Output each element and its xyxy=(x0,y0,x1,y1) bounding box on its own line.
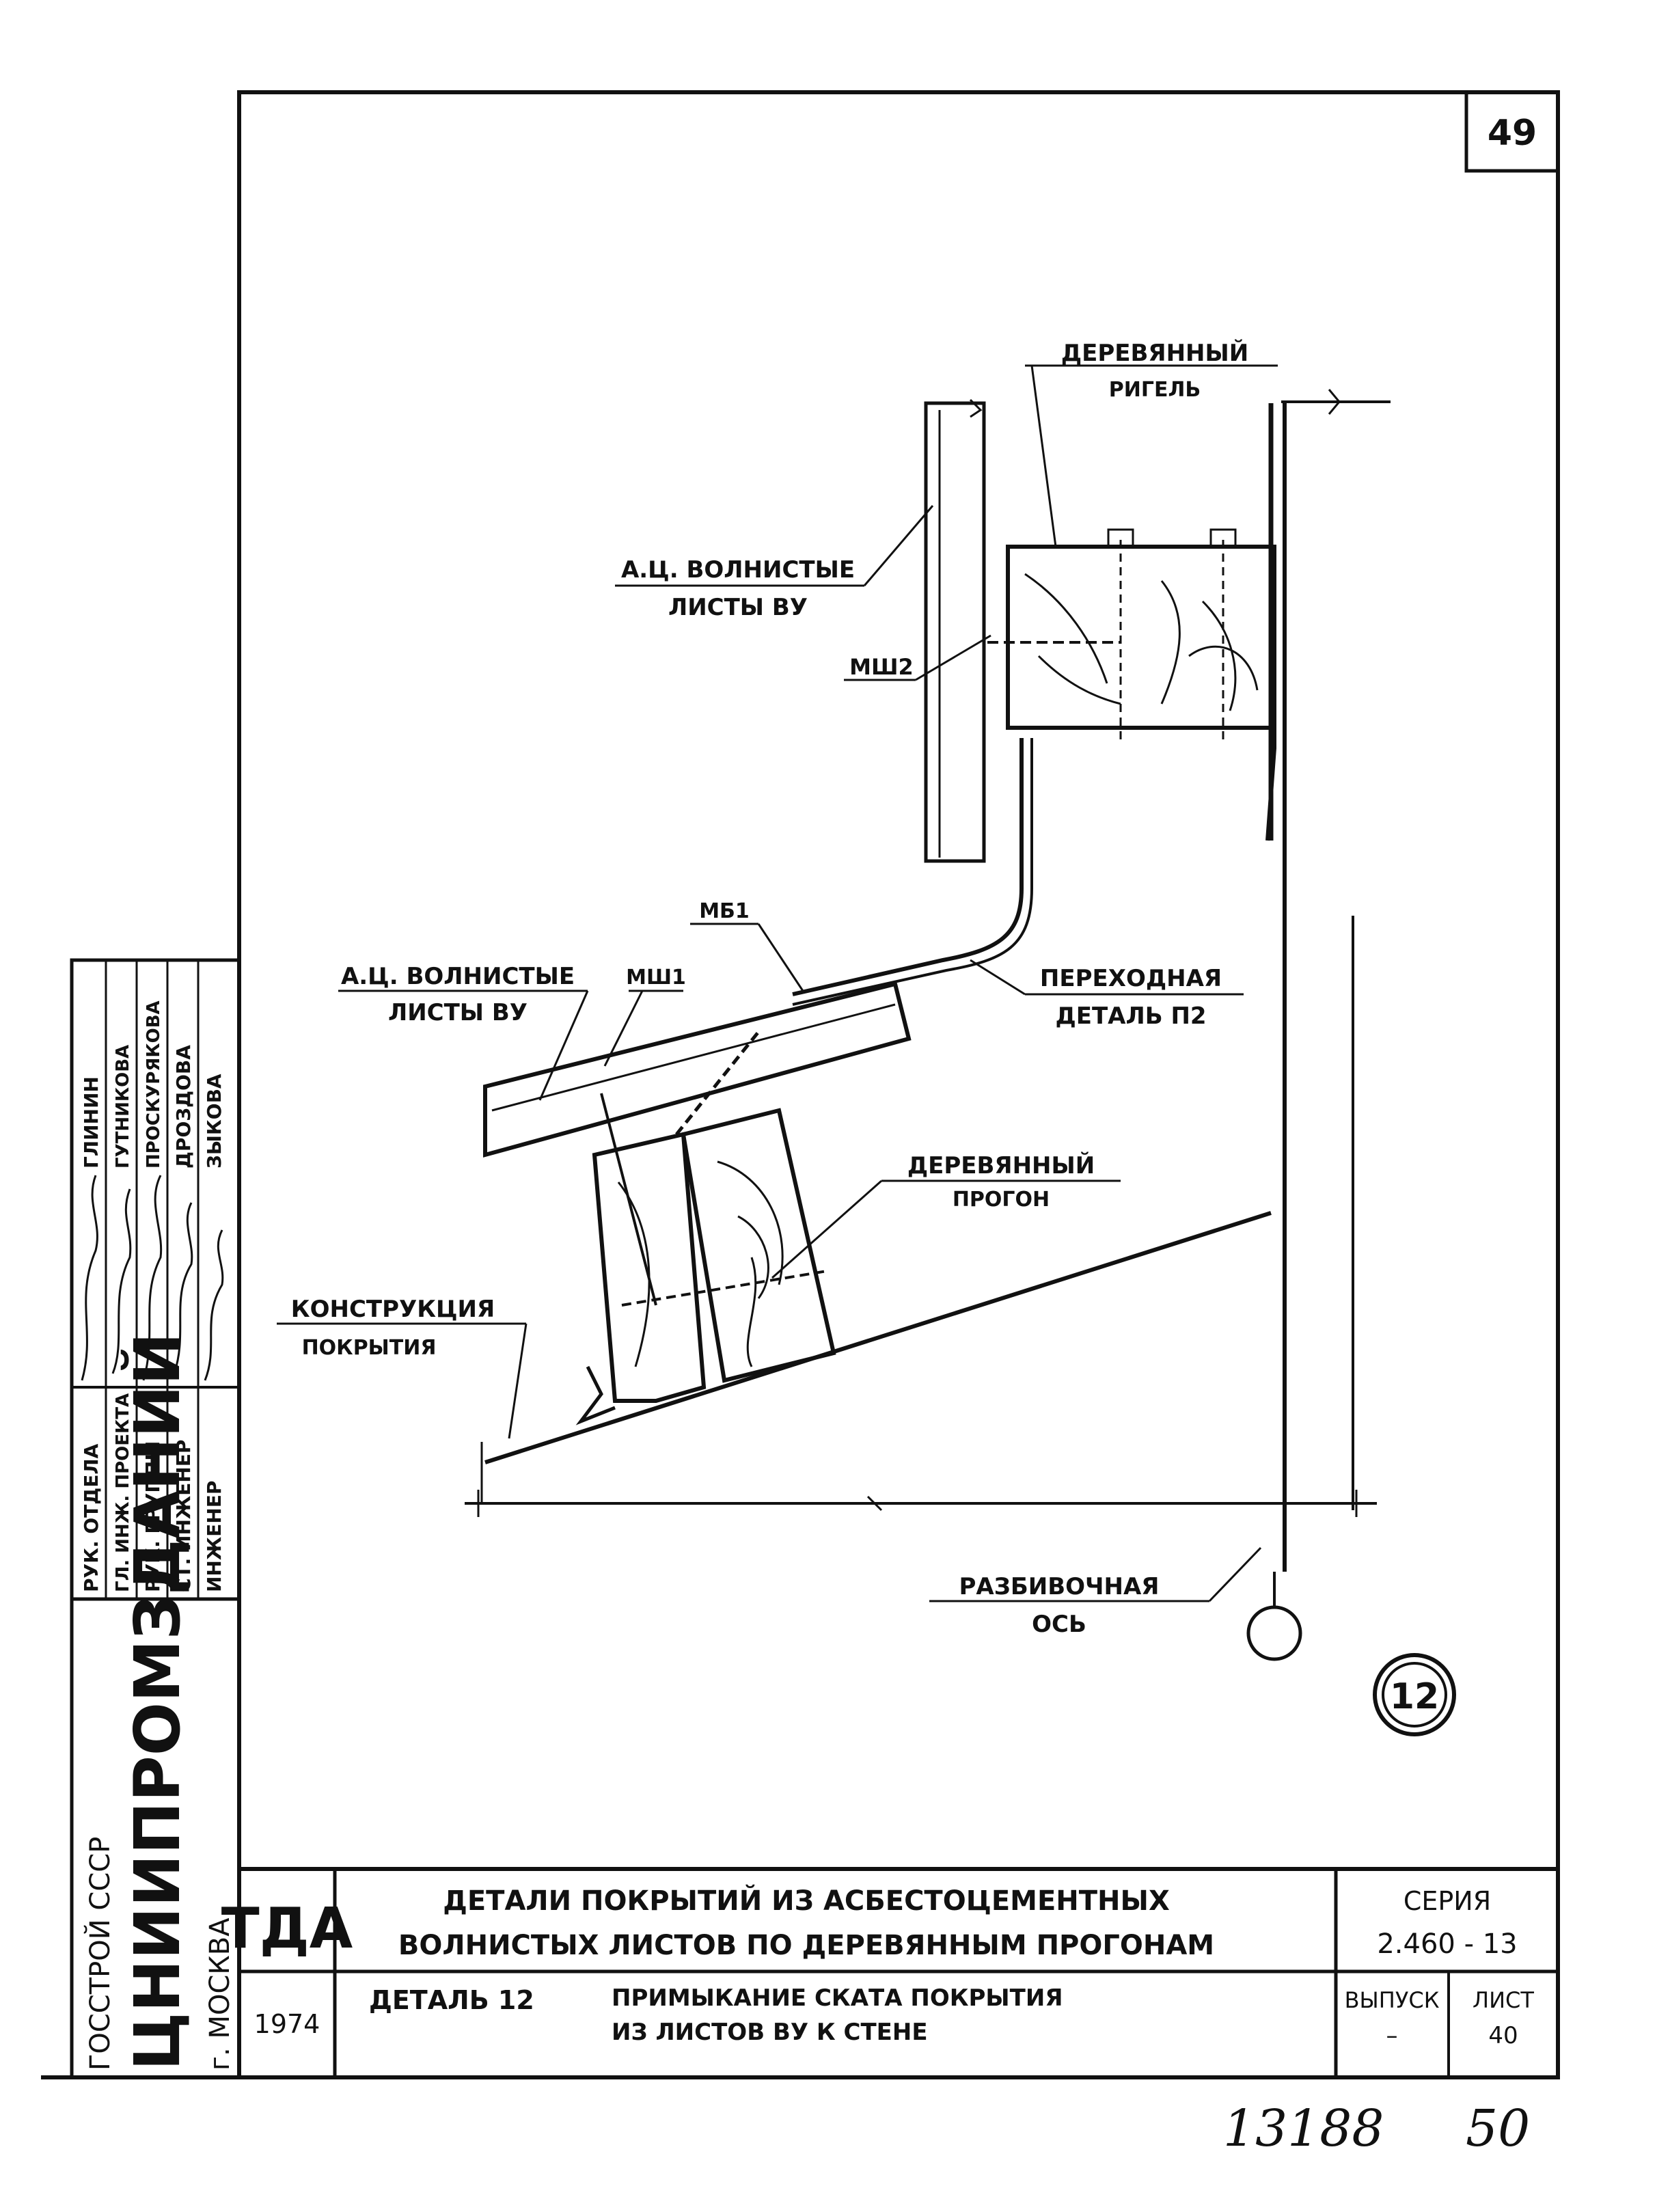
title-code: ТДА xyxy=(221,1896,353,1961)
title-year: 1974 xyxy=(254,2009,320,2039)
series-label: СЕРИЯ xyxy=(1404,1886,1491,1916)
label-wood-girt-2: РИГЕЛЬ xyxy=(1109,378,1201,402)
issue-value: – xyxy=(1386,2022,1398,2049)
detail-drawing: 12 xyxy=(465,389,1456,1736)
label-wood-purlin-1: ДЕРЕВЯННЫЙ xyxy=(907,1151,1095,1179)
stamp-name-2: ГУТНИКОВА xyxy=(113,1045,133,1169)
title-block: ТДА 1974 ДЕТАЛИ ПОКРЫТИЙ ИЗ АСБЕСТОЦЕМЕН… xyxy=(221,1867,1560,2079)
label-mark-msh2: МШ2 xyxy=(849,654,914,680)
roof-structure-line xyxy=(480,1211,1272,1503)
transition-piece-p2 xyxy=(792,738,1033,1006)
label-mark-mb1: МБ1 xyxy=(699,899,750,923)
label-roof-structure-2: ПОКРЫТИЯ xyxy=(302,1336,437,1360)
stamp-role-1: РУК. ОТДЕЛА xyxy=(80,1443,102,1592)
signatures xyxy=(81,1175,224,1381)
label-corr-sheets-upper-1: А.Ц. ВОЛНИСТЫЕ xyxy=(621,556,855,584)
dimension-line xyxy=(465,1490,1377,1517)
handwritten-note-left: 13188 xyxy=(1223,2099,1384,2158)
stamp-name-3: ПРОСКУРЯКОВА xyxy=(143,1000,164,1169)
label-transition-1: ПЕРЕХОДНАЯ xyxy=(1040,965,1222,992)
roof-sheets xyxy=(483,981,912,1158)
label-corr-sheets-upper-2: ЛИСТЫ ВУ xyxy=(668,594,808,621)
detail-label: ДЕТАЛЬ 12 xyxy=(369,1985,534,2015)
title-line-1: ДЕТАЛИ ПОКРЫТИЙ ИЗ АСБЕСТОЦЕМЕНТНЫХ xyxy=(443,1884,1170,1917)
sheet-label: ЛИСТ xyxy=(1473,1987,1534,2013)
series-value: 2.460 - 13 xyxy=(1377,1928,1517,1960)
label-wood-girt-1: ДЕРЕВЯННЫЙ xyxy=(1061,339,1248,367)
label-grid-axis-1: РАЗБИВОЧНАЯ xyxy=(959,1573,1159,1600)
stamp-name-4: ДРОЗДОВА xyxy=(172,1045,195,1169)
handwritten-note-right: 50 xyxy=(1466,2099,1530,2158)
stamp-role-4: СТ. ИНЖЕНЕР xyxy=(172,1440,195,1592)
detail-number-bubble: 12 xyxy=(1373,1653,1456,1736)
stamp-role-5: ИНЖЕНЕР xyxy=(203,1481,225,1592)
label-transition-2: ДЕТАЛЬ П2 xyxy=(1055,1002,1206,1030)
label-mark-msh1: МШ1 xyxy=(626,966,686,989)
wood-girt xyxy=(987,528,1276,841)
page-number-box: 49 xyxy=(1464,90,1560,173)
detail-desc-2: ИЗ ЛИСТОВ ВУ К СТЕНЕ xyxy=(612,2019,928,2046)
stamp-org-1: ГОССТРОЙ СССР xyxy=(83,1837,116,2071)
label-roof-structure-1: КОНСТРУКЦИЯ xyxy=(291,1296,495,1323)
detail-desc-1: ПРИМЫКАНИЕ СКАТА ПОКРЫТИЯ xyxy=(612,1984,1063,2012)
stamp-org-3: г. МОСКВА xyxy=(204,1917,236,2071)
grid-axis-bubble xyxy=(1246,1605,1302,1661)
label-corr-sheets-lower-2: ЛИСТЫ ВУ xyxy=(388,999,528,1026)
stamp-role-3: РУК. ГРУППЫ xyxy=(141,1441,164,1592)
upper-wall-sheets xyxy=(924,398,986,863)
title-line-2: ВОЛНИСТЫХ ЛИСТОВ ПО ДЕРЕВЯННЫМ ПРОГОНАМ xyxy=(398,1930,1214,1961)
wall-column xyxy=(1268,389,1391,1572)
label-wood-purlin-2: ПРОГОН xyxy=(953,1188,1050,1212)
stamp-name-1: ГЛИНИН xyxy=(80,1076,102,1169)
label-corr-sheets-lower-1: А.Ц. ВОЛНИСТЫЕ xyxy=(341,963,575,990)
detail-number: 12 xyxy=(1390,1676,1439,1717)
stamp-role-2: ГЛ. ИНЖ. ПРОЕКТА xyxy=(113,1393,133,1592)
stamp-name-5: ЗЫКОВА xyxy=(203,1074,225,1169)
label-grid-axis-2: ОСЬ xyxy=(1032,1611,1086,1638)
stamp-org-2: ЦНИИПРОМЗДАНИЙ xyxy=(120,1333,194,2071)
page-number: 49 xyxy=(1488,113,1537,154)
issue-label: ВЫПУСК xyxy=(1345,1987,1440,2013)
side-stamp: РУК. ОТДЕЛА ГЛ. ИНЖ. ПРОЕКТА РУК. ГРУППЫ… xyxy=(70,958,241,2079)
sheet-value: 40 xyxy=(1488,2022,1518,2049)
callouts: ДЕРЕВЯННЫЙ РИГЕЛЬ А.Ц. ВОЛНИСТЫЕ ЛИСТЫ В… xyxy=(277,339,1278,1638)
